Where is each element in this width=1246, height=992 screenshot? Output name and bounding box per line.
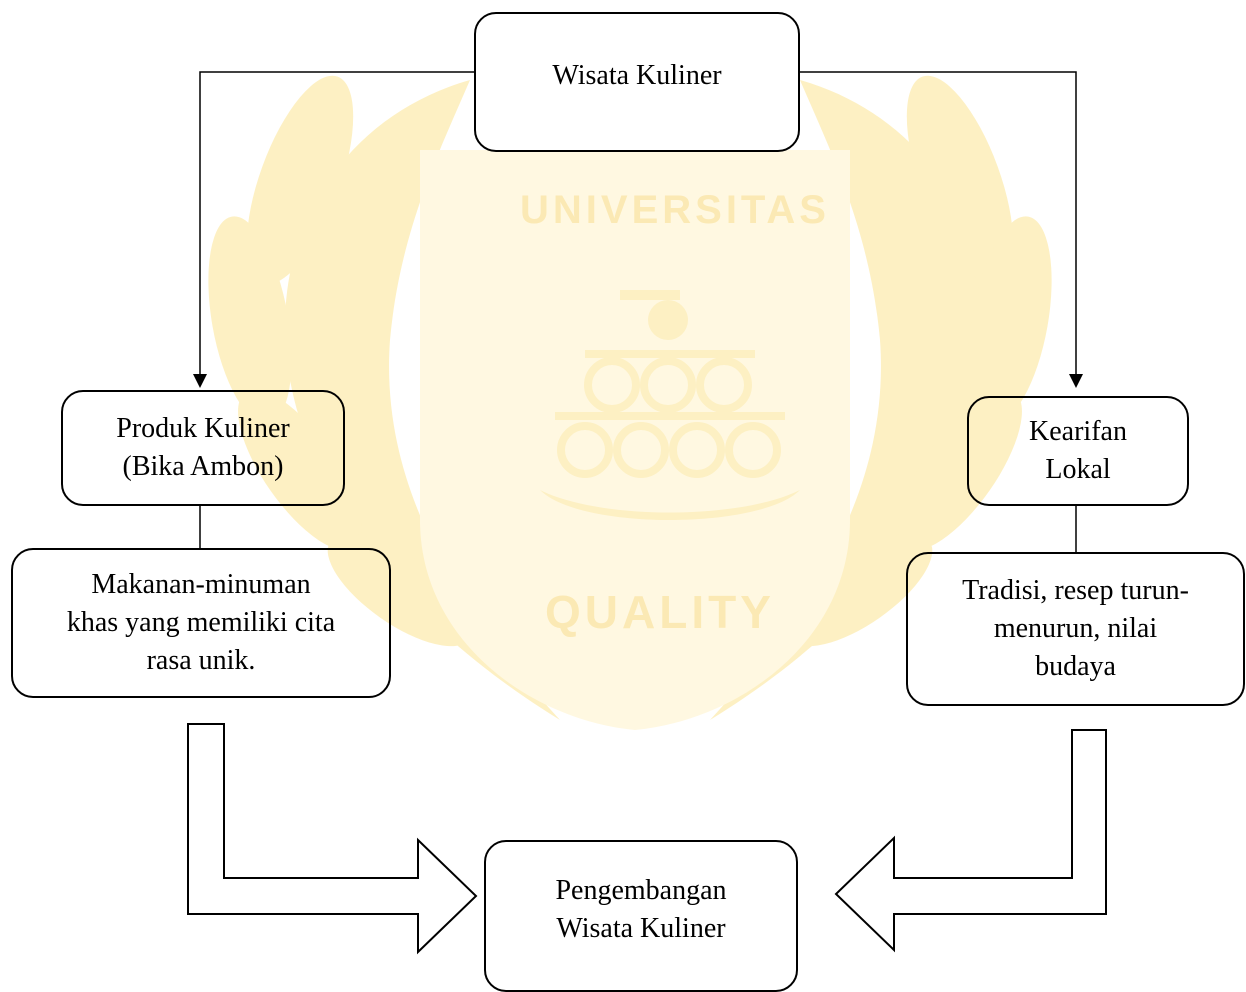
node-produk-kuliner: Produk Kuliner (Bika Ambon) <box>61 390 345 506</box>
watermark-top-text: UNIVERSITAS <box>520 188 830 232</box>
node-produk-kuliner-label: Produk Kuliner (Bika Ambon) <box>116 413 290 482</box>
node-wisata-kuliner: Wisata Kuliner <box>474 12 800 152</box>
node-produk-description: Makanan-minuman khas yang memiliki cita … <box>11 548 391 698</box>
node-pengembangan-label: Pengembangan Wisata Kuliner <box>555 875 727 944</box>
arrowhead-to-wisdom <box>1069 374 1083 388</box>
block-arrow-left <box>187 723 478 955</box>
arrowhead-to-product <box>193 374 207 388</box>
connector-top-to-product <box>199 71 474 386</box>
node-pengembangan-wisata-kuliner: Pengembangan Wisata Kuliner <box>484 840 798 992</box>
watermark-bottom-text: QUALITY <box>545 586 775 638</box>
block-arrow-right <box>834 729 1107 953</box>
connector-top-to-wisdom <box>800 71 1077 386</box>
node-kearifan-description-label: Tradisi, resep turun- menurun, nilai bud… <box>962 575 1189 682</box>
node-kearifan-lokal-label: Kearifan Lokal <box>1029 416 1127 485</box>
node-produk-description-label: Makanan-minuman khas yang memiliki cita … <box>66 569 336 676</box>
node-kearifan-description: Tradisi, resep turun- menurun, nilai bud… <box>906 552 1245 706</box>
node-kearifan-lokal: Kearifan Lokal <box>967 396 1189 506</box>
node-wisata-kuliner-label: Wisata Kuliner <box>552 60 722 91</box>
